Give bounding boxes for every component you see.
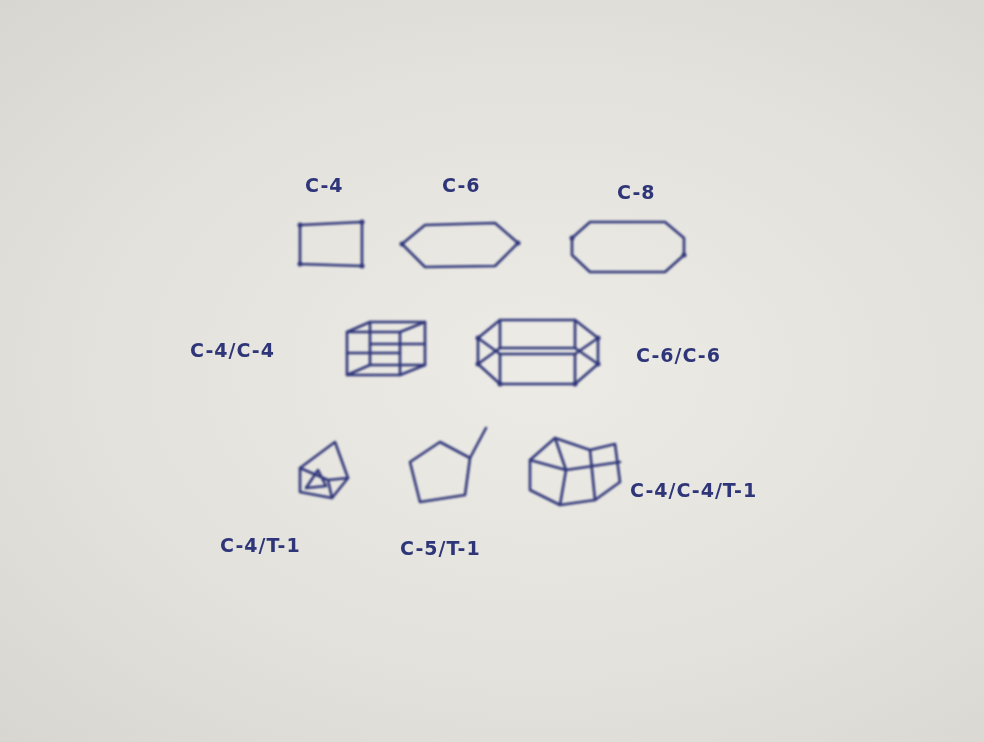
octagon-ring [572, 222, 684, 272]
shape-label: C-4/T-1 [220, 534, 301, 556]
hexagonal-prism [478, 320, 598, 384]
shape-label: C-5/T-1 [400, 537, 481, 559]
cage-shape [300, 442, 348, 498]
shape-label: C-4/C-4/T-1 [630, 479, 757, 501]
cube-prism [347, 322, 425, 375]
fused-cage [530, 438, 620, 505]
shape-label: C-6 [442, 174, 481, 196]
shape-label: C-4 [305, 174, 344, 196]
shape-label: C-8 [617, 181, 656, 203]
hexagon-ring [402, 223, 518, 267]
shape-label: C-6/C-6 [636, 344, 721, 366]
pentagon-with-tail [410, 428, 486, 502]
square-ring [300, 222, 362, 266]
shape-label: C-4/C-4 [190, 339, 275, 361]
